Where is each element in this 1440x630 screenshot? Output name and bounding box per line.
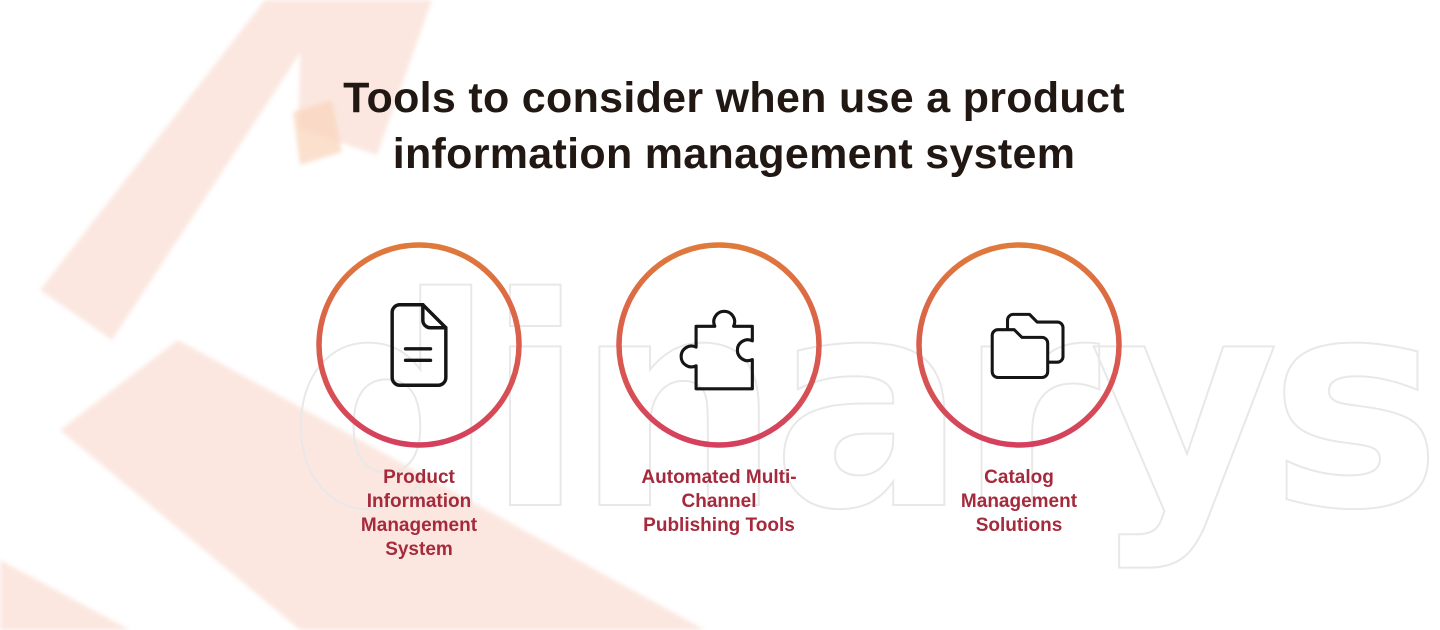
watermark: dinarys: [287, 236, 1440, 575]
card-label: Automated Multi- Channel Publishing Tool…: [641, 467, 797, 536]
icon-circle: [316, 242, 522, 448]
icon-circle: [916, 242, 1122, 448]
puzzle-icon: [679, 309, 754, 391]
tool-card-publishing-tools: Automated Multi- Channel Publishing Tool…: [579, 242, 859, 538]
card-label: Catalog Management Solutions: [960, 467, 1078, 536]
gradient-ring: [616, 242, 822, 448]
card-label: Product Information Management System: [360, 467, 478, 560]
folders-icon: [990, 312, 1065, 380]
tool-card-pim-system: Product Information Management System: [279, 242, 559, 562]
gradient-ring: [316, 242, 522, 448]
watermark-text: dinarys: [288, 237, 1432, 574]
document-icon: [390, 303, 448, 387]
icon-circle: [616, 242, 822, 448]
page-title: Tools to consider when use a product inf…: [343, 74, 1125, 178]
gradient-ring: [916, 242, 1122, 448]
tool-card-catalog-management: Catalog Management Solutions: [879, 242, 1159, 538]
